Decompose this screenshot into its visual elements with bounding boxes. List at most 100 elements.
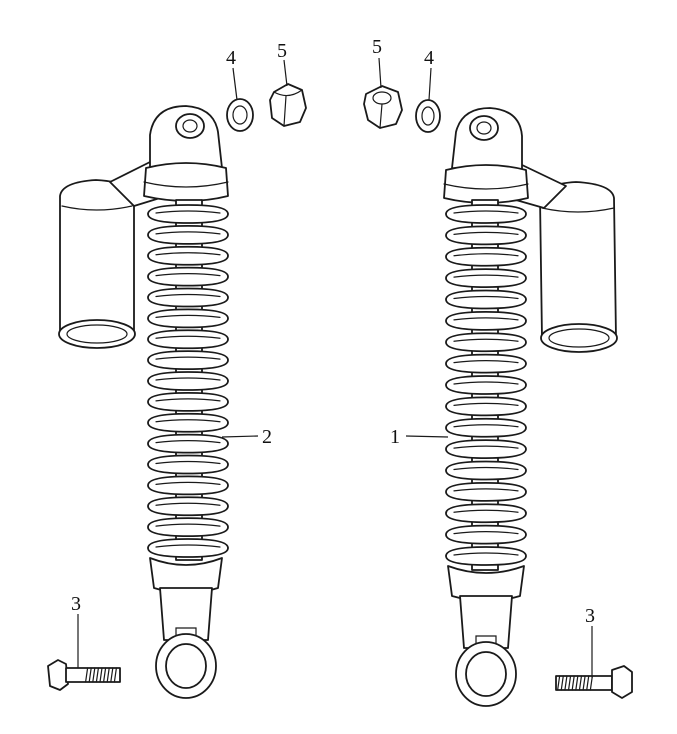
- right-coil-spring: [445, 204, 527, 566]
- bolt-thread: [110, 667, 114, 683]
- spring-coil: [445, 310, 527, 331]
- spring-coil-inner: [453, 466, 519, 471]
- left-coil-spring: [147, 204, 229, 558]
- spring-coil: [445, 460, 527, 481]
- spring-coil-inner: [453, 509, 519, 513]
- spring-coil: [147, 308, 229, 329]
- spring-coil: [147, 475, 229, 496]
- spring-coil-inner: [155, 398, 221, 402]
- leader-right-shock: [405, 435, 449, 438]
- right-bolt: [555, 665, 633, 699]
- bolt-thread: [102, 667, 107, 683]
- spring-coil-inner: [453, 360, 519, 364]
- bolt-thread: [571, 675, 575, 691]
- spring-coil: [147, 391, 229, 412]
- left-bottom-eye-mount: [155, 633, 217, 699]
- callout-washer-left: 4: [226, 47, 236, 69]
- spring-coil-inner: [453, 338, 519, 342]
- spring-coil: [147, 496, 229, 517]
- leader-right-nut: [378, 57, 382, 89]
- spring-coil-inner: [453, 424, 519, 428]
- spring-coil-inner: [155, 335, 221, 339]
- spring-coil: [445, 268, 527, 289]
- spring-coil-inner: [155, 273, 221, 277]
- right-shock-absorber: [443, 107, 618, 707]
- spring-coil: [445, 439, 527, 460]
- left-reservoir-canister: [58, 179, 136, 349]
- bolt-thread: [106, 667, 110, 683]
- spring-coil: [147, 412, 229, 433]
- bolt-thread: [578, 675, 583, 691]
- spring-coil-inner: [453, 445, 519, 449]
- spring-coil: [445, 503, 527, 524]
- spring-coil-inner: [155, 210, 221, 214]
- callout-right-shock: 1: [390, 426, 400, 448]
- left-bolt: [47, 659, 121, 691]
- bolt-thread: [88, 667, 92, 683]
- left-upper-body: [143, 162, 229, 202]
- spring-coil-inner: [155, 460, 221, 465]
- right-nut: [363, 85, 403, 129]
- spring-coil: [445, 353, 527, 374]
- spring-coil-inner: [155, 252, 221, 256]
- spring-coil-inner: [453, 317, 519, 321]
- right-reservoir-canister: [539, 181, 618, 353]
- spring-coil: [147, 517, 229, 538]
- callout-bolt-right: 3: [585, 605, 595, 627]
- spring-coil: [147, 329, 229, 350]
- spring-coil-inner: [453, 295, 519, 300]
- bolt-thread: [575, 675, 579, 691]
- spring-coil-inner: [155, 523, 221, 527]
- bolt-thread: [567, 675, 572, 691]
- right-upper-body: [443, 164, 529, 204]
- spring-coil-inner: [453, 381, 519, 385]
- callout-washer-right: 4: [424, 47, 434, 69]
- right-bottom-eye-mount: [455, 641, 517, 707]
- left-washer: [226, 98, 254, 132]
- spring-coil: [445, 332, 527, 353]
- spring-coil-inner: [453, 253, 519, 257]
- bolt-thread: [582, 675, 586, 691]
- spring-coil: [445, 396, 527, 417]
- callout-left-shock: 2: [262, 426, 272, 448]
- spring-coil-inner: [453, 488, 519, 492]
- spring-coil: [445, 546, 527, 566]
- bolt-thread: [557, 675, 561, 691]
- spring-coil-inner: [155, 293, 221, 298]
- spring-coil: [445, 225, 527, 246]
- spring-coil: [147, 371, 229, 391]
- bolt-thread: [99, 667, 103, 683]
- bolt-thread: [84, 667, 89, 683]
- leader-right-washer: [428, 67, 432, 101]
- spring-coil: [445, 204, 527, 224]
- spring-coil-inner: [155, 440, 221, 444]
- spring-coil-inner: [453, 531, 519, 535]
- callout-nut-left: 5: [277, 40, 287, 62]
- spring-coil: [147, 245, 229, 266]
- bolt-thread: [560, 675, 564, 691]
- spring-coil: [147, 350, 229, 371]
- bolt-thread: [95, 667, 100, 683]
- left-nut: [269, 83, 307, 127]
- spring-coil-inner: [155, 481, 221, 485]
- spring-coil-inner: [155, 419, 221, 423]
- right-washer: [415, 99, 441, 133]
- spring-coil: [445, 375, 527, 395]
- spring-coil: [147, 204, 229, 224]
- spring-coil: [445, 289, 527, 310]
- spring-coil-inner: [155, 502, 221, 506]
- spring-coil-inner: [453, 402, 519, 406]
- spring-coil-inner: [155, 377, 221, 381]
- bolt-thread: [586, 675, 590, 691]
- spring-coil: [147, 538, 229, 558]
- spring-coil: [445, 246, 527, 267]
- spring-coil-inner: [155, 314, 221, 318]
- spring-coil: [147, 433, 229, 454]
- spring-coil-inner: [155, 231, 221, 235]
- right-top-eye-mount: [451, 107, 523, 171]
- spring-coil-inner: [155, 356, 221, 360]
- spring-coil: [147, 224, 229, 245]
- spring-coil-inner: [453, 231, 519, 235]
- spring-coil-inner: [453, 210, 519, 214]
- spring-coil: [445, 417, 527, 438]
